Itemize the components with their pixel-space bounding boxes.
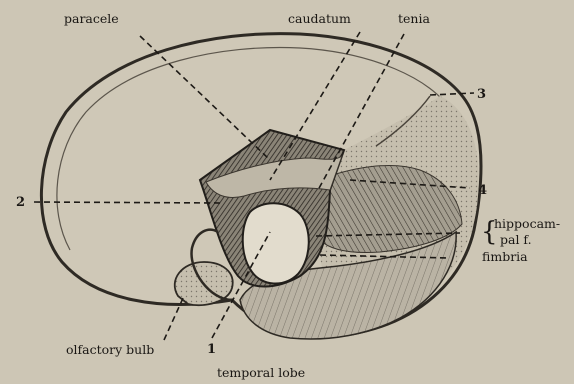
label-temporal-lobe: temporal lobe xyxy=(217,367,305,380)
label-hippocampal-line1: hippocam- xyxy=(494,218,560,231)
label-caudatum: caudatum xyxy=(288,13,351,26)
label-number-3: 3 xyxy=(477,88,486,101)
label-tenia: tenia xyxy=(398,13,430,26)
label-number-1: 1 xyxy=(207,343,216,356)
label-number-2: 2 xyxy=(16,196,25,209)
label-hippocampal-line2: pal f. xyxy=(500,234,532,247)
foramen-opening xyxy=(243,203,309,283)
label-number-4: 4 xyxy=(478,184,487,197)
label-paracele: paracele xyxy=(64,13,119,26)
label-fimbria: fimbria xyxy=(482,251,528,264)
label-olfactory-bulb: olfactory bulb xyxy=(66,344,154,357)
